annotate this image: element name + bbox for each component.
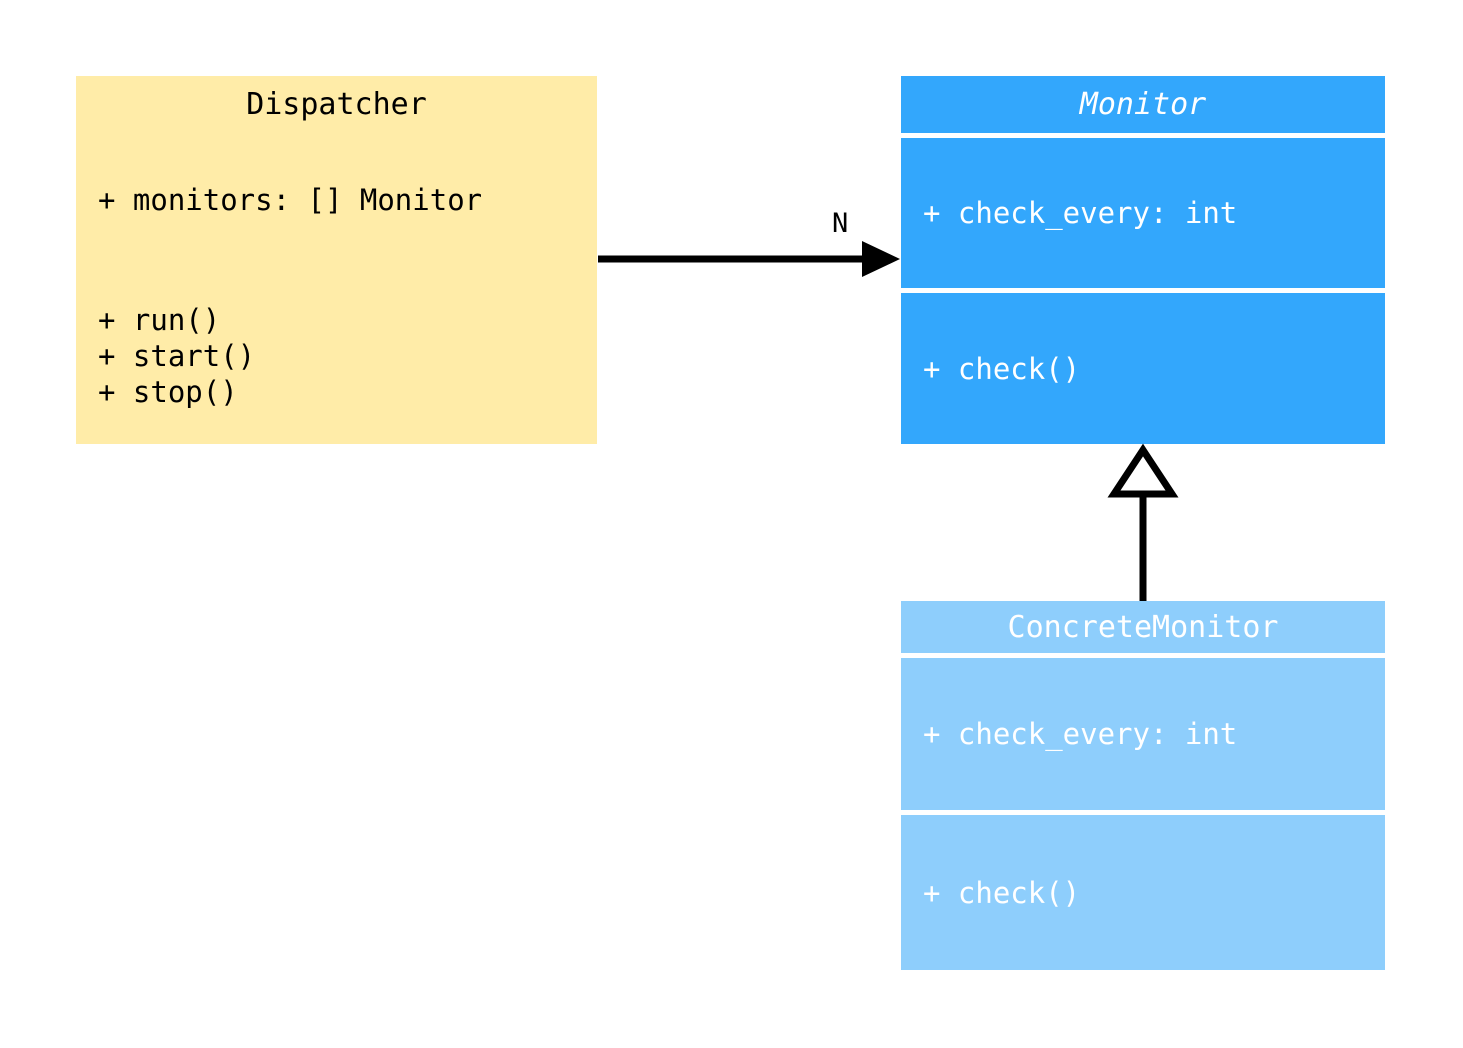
method-row: + run()	[98, 302, 221, 337]
generalization-triangle-icon	[1107, 443, 1179, 498]
association-arrowhead-icon	[862, 241, 900, 277]
uml-class-monitor[interactable]: Monitor + check_every: int + check()	[901, 76, 1385, 444]
association-dispatcher-monitor	[598, 241, 900, 277]
class-title-monitor: Monitor	[901, 76, 1385, 133]
generalization-concretemonitor-monitor	[1107, 443, 1179, 601]
method-row: + check()	[923, 875, 1081, 910]
attribute-row: + check_every: int	[923, 196, 1238, 230]
attribute-row: + monitors: [] Monitor	[98, 183, 483, 217]
class-attributes-concretemonitor: + check_every: int	[901, 658, 1385, 810]
method-row: + start()	[98, 338, 256, 373]
association-multiplicity-label: N	[832, 208, 849, 239]
attribute-row: + check_every: int	[923, 717, 1238, 751]
class-title-dispatcher: Dispatcher	[76, 76, 597, 133]
class-title-concretemonitor: ConcreteMonitor	[901, 601, 1385, 653]
class-attributes-monitor: + check_every: int	[901, 138, 1385, 288]
class-methods-monitor: + check()	[901, 293, 1385, 444]
method-row: + stop()	[98, 374, 238, 409]
class-methods-concretemonitor: + check()	[901, 815, 1385, 970]
class-attributes-dispatcher: + monitors: [] Monitor	[76, 138, 597, 262]
class-methods-dispatcher: + run() + start() + stop()	[76, 267, 597, 444]
uml-class-concretemonitor[interactable]: ConcreteMonitor + check_every: int + che…	[901, 601, 1385, 970]
method-row: + check()	[923, 351, 1081, 386]
uml-class-dispatcher[interactable]: Dispatcher + monitors: [] Monitor + run(…	[76, 76, 597, 444]
